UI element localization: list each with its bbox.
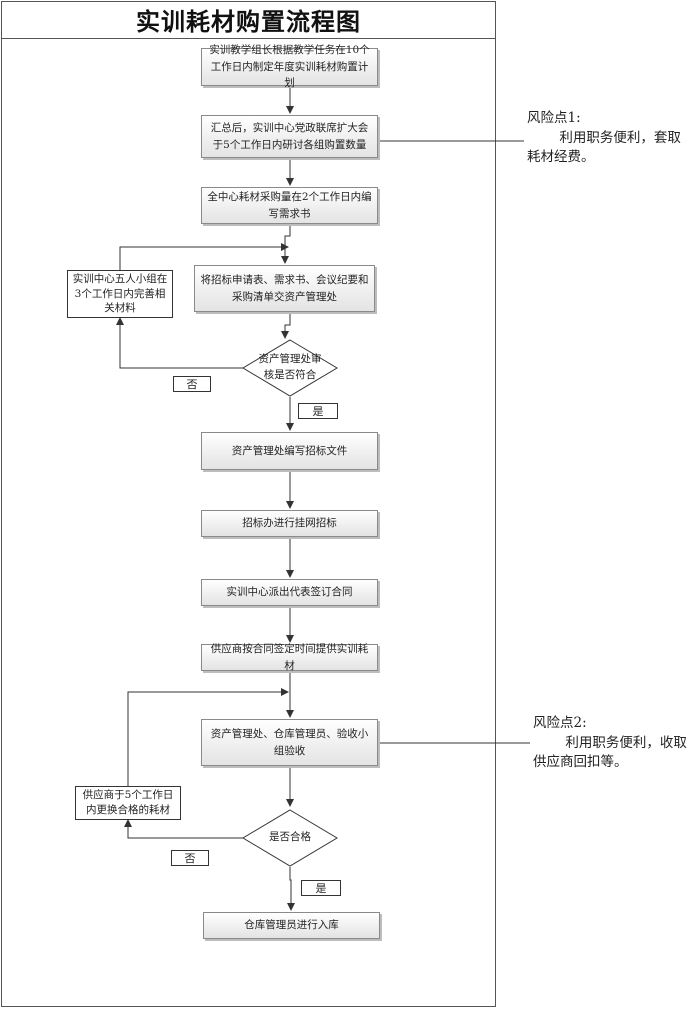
step-warehouse: 仓库管理员进行入库 [203,912,380,939]
step-meeting: 汇总后，实训中心党政联席扩大会于5个工作日内研讨各组购置数量 [201,115,378,158]
arrow-d2-s10-yes [287,867,295,911]
risk-point-2: 风险点2: 利用职务便利，收取供应商回扣等。 [533,714,693,773]
yes-label-2: 是 [301,880,341,896]
step-submit: 将招标申请表、需求书、会议纪要和采购清单交资产管理处 [194,265,375,312]
risk-point-1: 风险点1: 利用职务便利，套取耗材经费。 [527,109,693,168]
step-tender-doc: 资产管理处编写招标文件 [201,432,378,470]
page-title: 实训耗材购置流程图 [136,7,361,36]
arrow-r2-main [127,688,289,786]
step-plan: 实训教学组长根据教学任务在10个工作日内制定年度实训耗材购置计划 [201,44,378,89]
arrow-s3-s4 [281,224,291,264]
decision-2-shape [242,809,338,867]
arrow-r1-main [119,243,289,270]
step-requirement: 全中心耗材采购量在2个工作日内编写需求书 [201,187,378,224]
risk-2-title: 风险点2: [533,715,587,731]
step-sign-contract: 实训中心派出代表签订合同 [201,579,378,606]
decision-1-text: 资产管理处审核是否符合 [258,353,322,381]
step-online-tender: 招标办进行挂网招标 [201,510,378,537]
no-label-1: 否 [173,376,211,392]
step-acceptance: 资产管理处、仓库管理员、验收小组验收 [201,719,378,766]
revise-materials-box: 实训中心五人小组在3个工作日内完善相关材料 [67,270,173,318]
risk-1-body: 利用职务便利，套取耗材经费。 [527,129,681,166]
arrow-d2-r2-no [124,819,243,839]
step-supply: 供应商按合同签定时间提供实训耗材 [201,643,378,672]
risk-1-title: 风险点1: [527,110,581,126]
replace-goods-box: 供应商于5个工作日内更换合格的耗材 [75,786,181,820]
risk-2-body: 利用职务便利，收取供应商回扣等。 [533,734,687,771]
flowchart-frame [1,1,496,1007]
arrow-d1-r1-no [116,317,243,369]
arrow-s4-d1 [281,312,291,339]
decision-1-shape [242,339,338,397]
decision-2-text: 是否合格 [269,831,311,844]
yes-label-1: 是 [298,403,338,419]
title-bar: 实训耗材购置流程图 [1,1,496,39]
no-label-2: 否 [171,850,209,866]
